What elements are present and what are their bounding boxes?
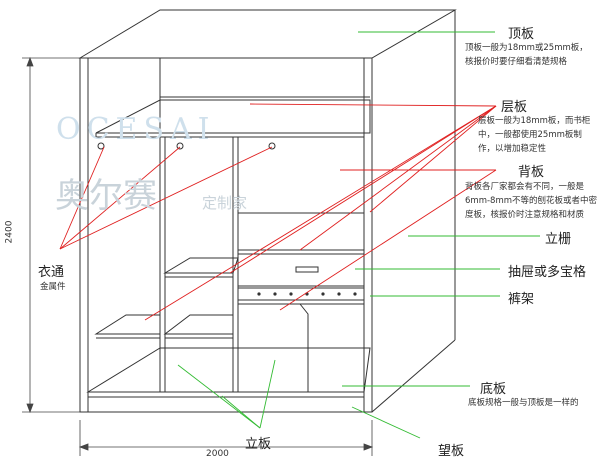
note-bottom-panel: 底板规格一般与顶板是一样的 bbox=[468, 398, 579, 408]
height-dimension bbox=[22, 56, 80, 414]
label-stile: 立栅 bbox=[545, 232, 572, 247]
height-label: 2400 bbox=[4, 220, 15, 244]
note-back-panel: 背板各厂家都会有不同，一般是6mm-8mm不等的刨花板或者中密度板，核报价时注意… bbox=[465, 182, 598, 220]
width-dimension bbox=[78, 420, 374, 456]
cabinet bbox=[78, 9, 457, 413]
label-side-panel: 立板 bbox=[245, 437, 272, 452]
label-pants-rack: 裤架 bbox=[508, 292, 535, 307]
label-drawer: 抽屉或多宝格 bbox=[508, 265, 587, 280]
note-shelf: 层板一般为18mm板，而书柜中，一般都使用25mm板制作，以增加稳定性 bbox=[478, 116, 591, 154]
note-top-panel: 顶板一般为18mm或25mm板，核报价时要仔细看清楚规格 bbox=[465, 43, 588, 67]
green-leaders bbox=[177, 31, 540, 439]
label-bottom-panel: 底板 bbox=[480, 382, 507, 397]
label-shelf: 层板 bbox=[501, 100, 528, 115]
pants-rack-holes bbox=[257, 292, 357, 296]
watermark-suffix: 定制家 bbox=[202, 194, 248, 212]
label-clothes-rail: 衣通 bbox=[38, 265, 65, 280]
label-top-panel: 顶板 bbox=[508, 27, 535, 42]
width-label: 2000 bbox=[206, 449, 229, 459]
red-leaders bbox=[59, 103, 497, 321]
label-back-panel: 背板 bbox=[518, 165, 545, 180]
label-hardware: 金属件 bbox=[40, 282, 66, 292]
label-kick-board: 望板 bbox=[438, 444, 465, 459]
watermark-latin: OCESAI bbox=[56, 112, 216, 147]
watermark-brand: 奥尔赛 bbox=[55, 176, 157, 216]
